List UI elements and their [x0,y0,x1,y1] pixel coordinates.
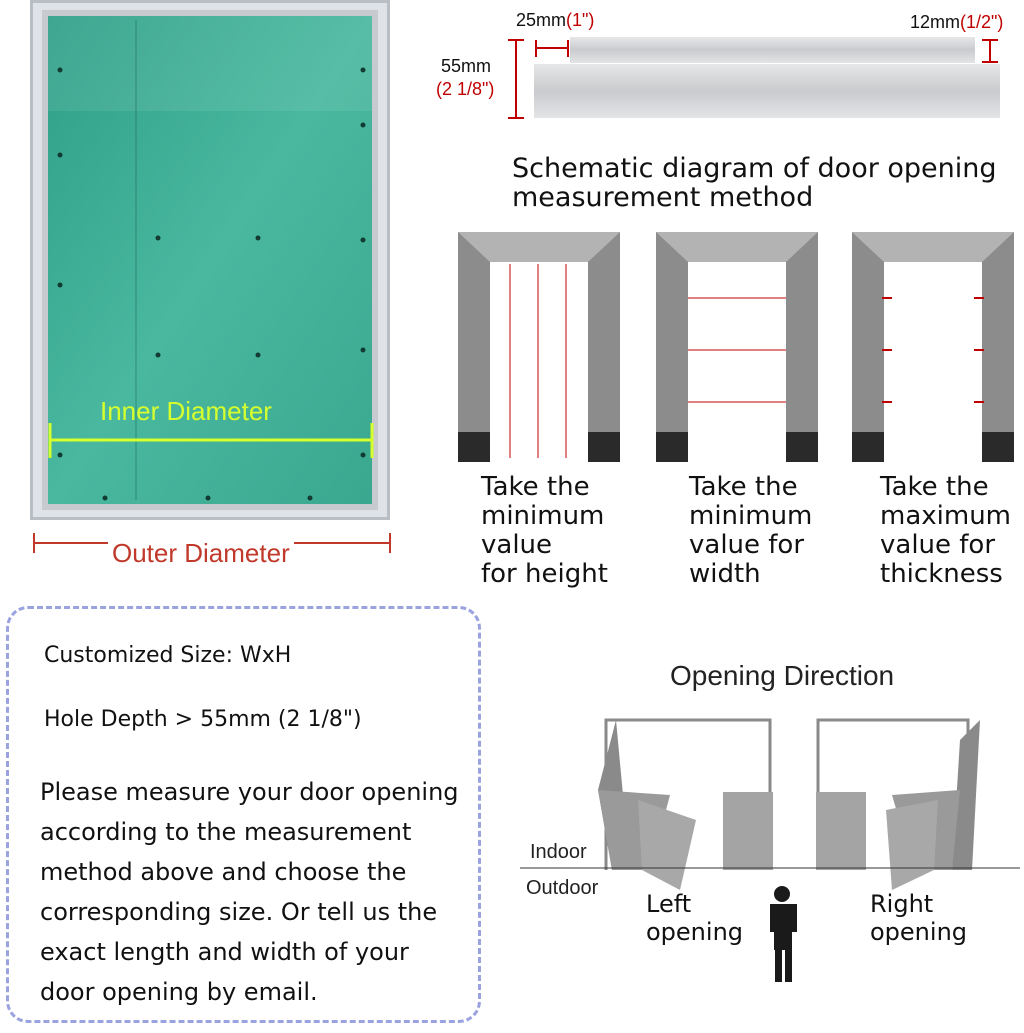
door-diagram-height [458,232,620,462]
depth-mm: 55mm [441,56,492,76]
thickness-measurement-illustration [852,232,1014,462]
flange-thickness-mm: 12mm [910,12,961,32]
left-opening-caption: Left opening [646,890,744,946]
right-opening-caption: Right opening [870,890,968,946]
hole-depth-text: Hole Depth > 55mm (2 1/8") [44,707,362,732]
caption-height: Take the minimum value for height [481,472,608,589]
caption-thickness: Take the maximum value for thickness [880,472,1012,589]
door-diagram-width [656,232,818,462]
depth-inch: (2 1/8") [436,79,495,99]
inner-diameter-label: Inner Diameter [100,396,272,426]
flange-width-mm: 25mm [516,10,567,30]
flange-width-inch: (1") [566,10,595,30]
flange-thickness-inch: (1/2") [960,12,1004,32]
frame-profile [430,0,1024,130]
access-panel-illustration [30,0,390,520]
opening-direction-illustration [520,718,1020,982]
indoor-label: Indoor [530,841,587,863]
width-measurement-illustration [656,232,818,462]
caption-width: Take the minimum value for width [689,472,813,589]
height-measurement-illustration [458,232,620,462]
access-panel-photo [30,0,390,520]
opening-direction-diagram [520,700,1020,1029]
size-info-box [6,606,481,1023]
door-diagram-thickness [852,232,1014,462]
measurement-instructions: Please measure your door opening accordi… [40,778,459,1006]
customized-size-text: Customized Size: WxH [44,643,292,668]
opening-direction-title: Opening Direction [670,660,895,691]
schematic-title: Schematic diagram of door opening measur… [512,153,997,213]
frame-profile-illustration [508,37,1000,119]
outer-diameter-label: Outer Diameter [108,538,294,569]
flange-thickness-dimension: 12mm(1/2") [910,12,1003,33]
flange-width-dimension: 25mm(1") [516,10,594,31]
outdoor-label: Outdoor [526,877,599,899]
